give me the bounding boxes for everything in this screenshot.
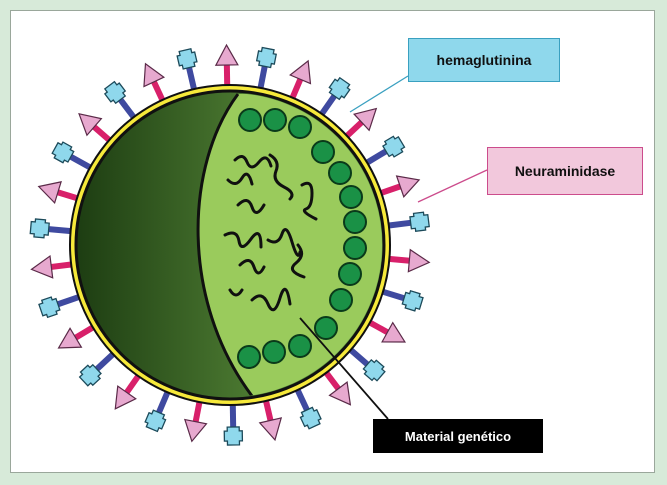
neuraminidase-stem [346, 121, 364, 137]
neuraminidase-stem [195, 400, 200, 424]
neuraminidase-stem [153, 80, 163, 102]
neuraminidase-head [31, 256, 52, 278]
hemagglutinin-stem [120, 100, 134, 119]
neuraminidase-stem [93, 126, 111, 142]
hemagglutinin-stem [97, 353, 115, 369]
hemagglutinin-head [144, 409, 168, 433]
hemagglutinin-head [38, 296, 61, 319]
neuraminidase-stem [325, 371, 339, 390]
hemaglutinina-label: hemaglutinina [408, 38, 560, 82]
hemagglutinin-head [256, 47, 277, 68]
hemagglutinin-stem [49, 229, 73, 231]
neuraminidase-stem [387, 259, 411, 261]
neuraminidase-label: Neuraminidase [487, 147, 643, 195]
neuraminidase-stem [74, 326, 95, 338]
neuraminidase-stem [292, 77, 301, 99]
hemaglutinina-leader [350, 76, 408, 112]
neuraminidase-leader [418, 170, 487, 202]
hemagglutinin-head [299, 406, 323, 430]
neuraminidase-head [216, 45, 238, 65]
neuraminidase-head [408, 250, 429, 272]
hemagglutinin-head [401, 290, 423, 312]
hemagglutinin-head [224, 427, 242, 445]
hemagglutinin-stem [159, 390, 168, 412]
hemagglutinin-stem [349, 349, 367, 365]
hemagglutinin-stem [58, 296, 81, 304]
hemagglutinin-stem [297, 388, 307, 410]
neuraminidase-head [185, 420, 207, 442]
hemagglutinin-stem [321, 96, 335, 116]
hemagglutinin-head [51, 140, 75, 164]
hemagglutinin-stem [189, 68, 194, 91]
neuraminidase-stem [379, 186, 402, 194]
neuraminidase-head [260, 418, 281, 440]
neuraminidase-stem [56, 192, 79, 199]
material-genetico-label: Material genético [373, 419, 543, 453]
neuraminidase-stem [49, 264, 73, 267]
hemagglutinin-stem [387, 223, 411, 226]
hemagglutinin-stem [71, 157, 92, 169]
hemagglutinin-head [176, 48, 198, 70]
hemagglutinin-head [410, 212, 430, 232]
neuraminidase-stem [266, 399, 271, 422]
hemagglutinin-stem [365, 151, 386, 163]
neuraminidase-stem [368, 322, 389, 334]
hemagglutinin-stem [260, 66, 265, 90]
neuraminidase-head [39, 182, 61, 203]
hemagglutinin-stem [381, 291, 404, 298]
neuraminidase-head [397, 176, 419, 197]
hemagglutinin-head [30, 219, 50, 239]
neuraminidase-stem [126, 374, 140, 394]
